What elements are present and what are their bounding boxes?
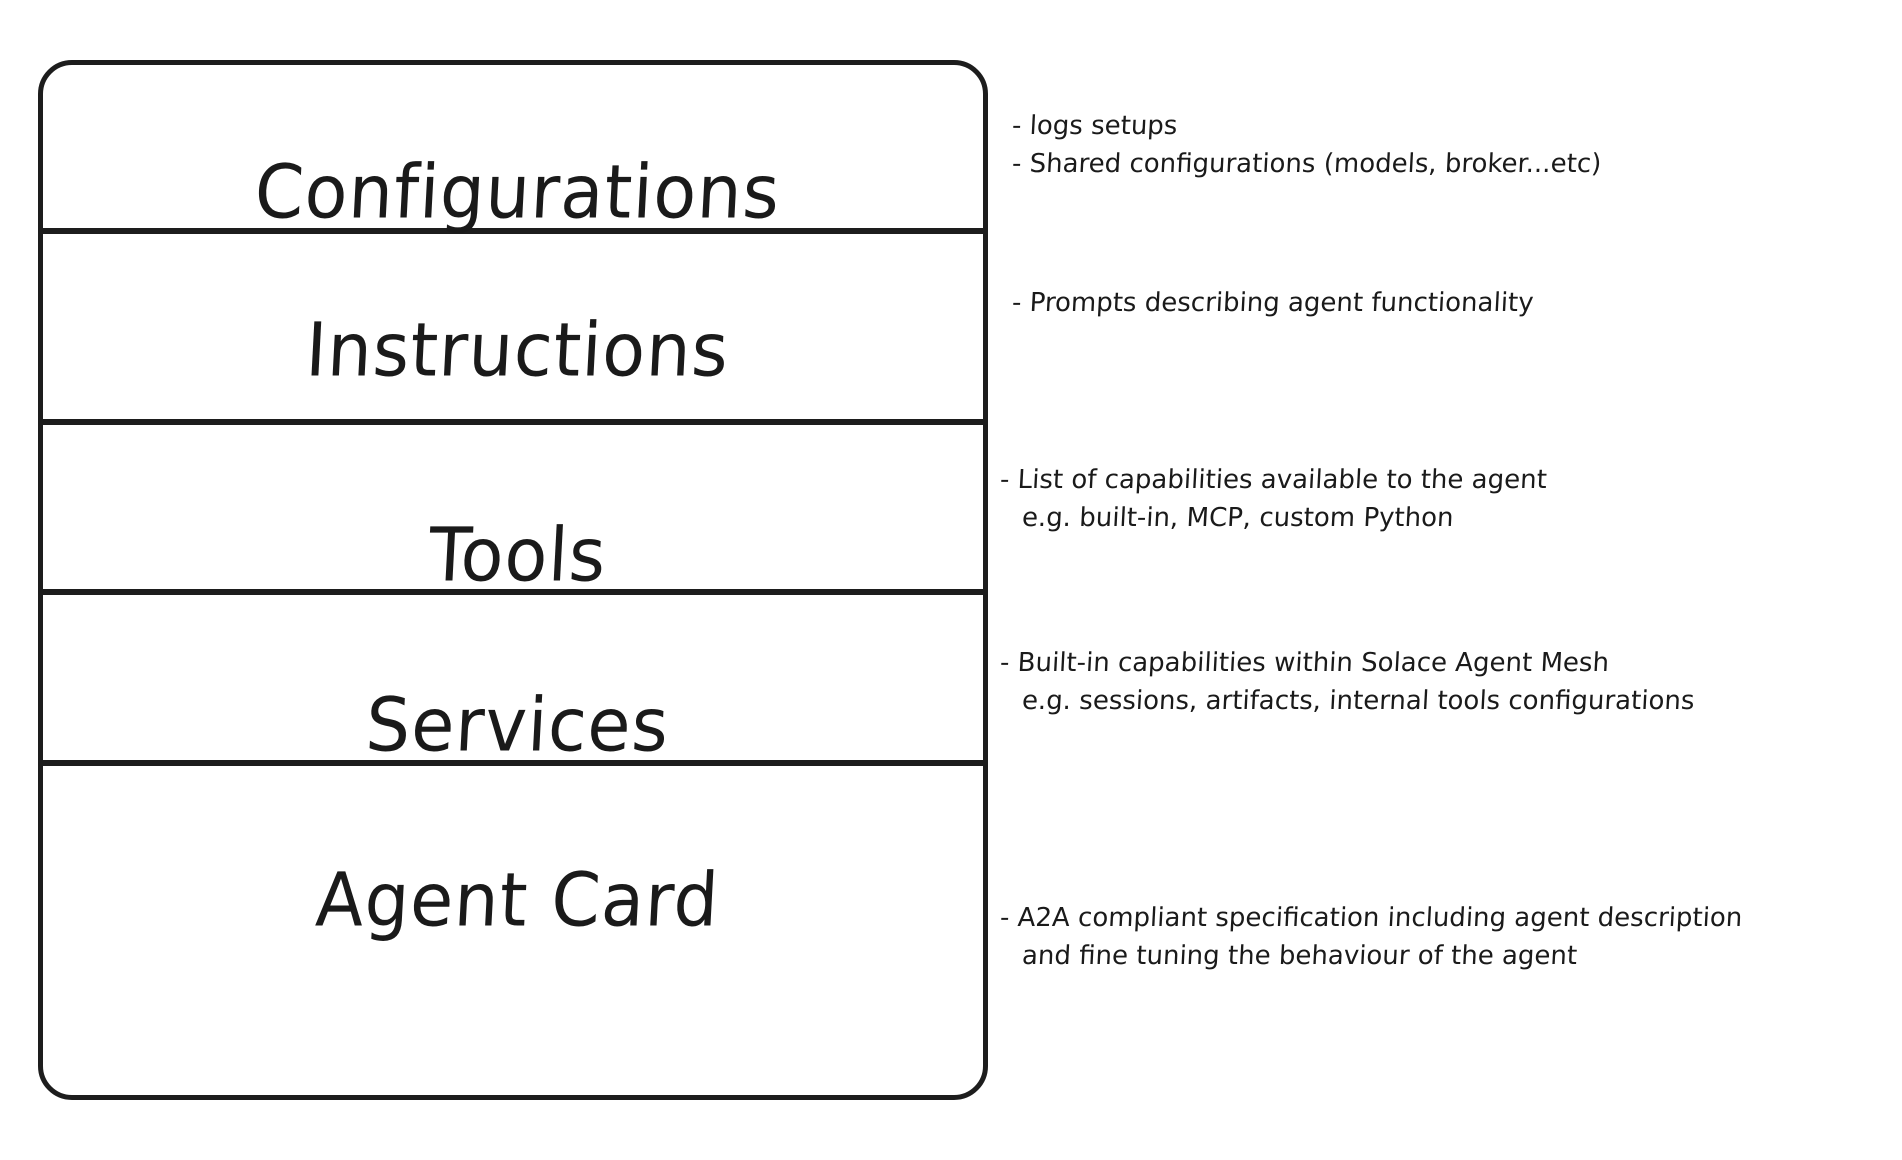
section-divider-1: [38, 228, 988, 234]
agent-structure-box: Configurations Instructions Tools Servic…: [38, 60, 988, 1100]
section-text-services: Services: [364, 681, 672, 769]
annotation-configurations: - logs setups - Shared configurations (m…: [1011, 108, 1603, 183]
section-label-tools: Tools: [43, 511, 993, 599]
annotation-services-line-1: - Built-in capabilities within Solace Ag…: [999, 648, 1610, 678]
section-text-instructions: Instructions: [304, 306, 732, 394]
annotation-tools-line-1: - List of capabilities available to the …: [999, 465, 1548, 495]
section-divider-3: [38, 589, 988, 595]
annotation-configurations-line-2: - Shared configurations (models, broker.…: [1011, 148, 1603, 179]
section-text-agent-card: Agent Card: [314, 856, 722, 944]
section-label-configurations: Configurations: [43, 148, 993, 236]
section-text-configurations: Configurations: [253, 148, 783, 236]
annotation-agent-card: - A2A compliant specification including …: [999, 900, 1744, 975]
section-divider-4: [38, 760, 988, 766]
annotation-configurations-line-1: - logs setups: [1011, 111, 1179, 141]
annotation-instructions: - Prompts describing agent functionality: [1011, 285, 1535, 323]
section-label-services: Services: [43, 681, 993, 769]
section-text-tools: Tools: [427, 511, 609, 599]
annotation-agent-card-line-2: and fine tuning the behaviour of the age…: [1021, 940, 1578, 971]
section-label-instructions: Instructions: [43, 306, 993, 394]
section-label-agent-card: Agent Card: [43, 856, 993, 944]
section-divider-2: [38, 419, 988, 425]
annotation-tools: - List of capabilities available to the …: [999, 462, 1548, 537]
annotation-services: - Built-in capabilities within Solace Ag…: [999, 645, 1696, 720]
annotation-services-line-2: e.g. sessions, artifacts, internal tools…: [1021, 685, 1696, 716]
annotation-agent-card-line-1: - A2A compliant specification including …: [999, 903, 1744, 933]
annotation-tools-line-2: e.g. built-in, MCP, custom Python: [1021, 502, 1455, 533]
annotation-instructions-line-1: - Prompts describing agent functionality: [1011, 288, 1535, 318]
